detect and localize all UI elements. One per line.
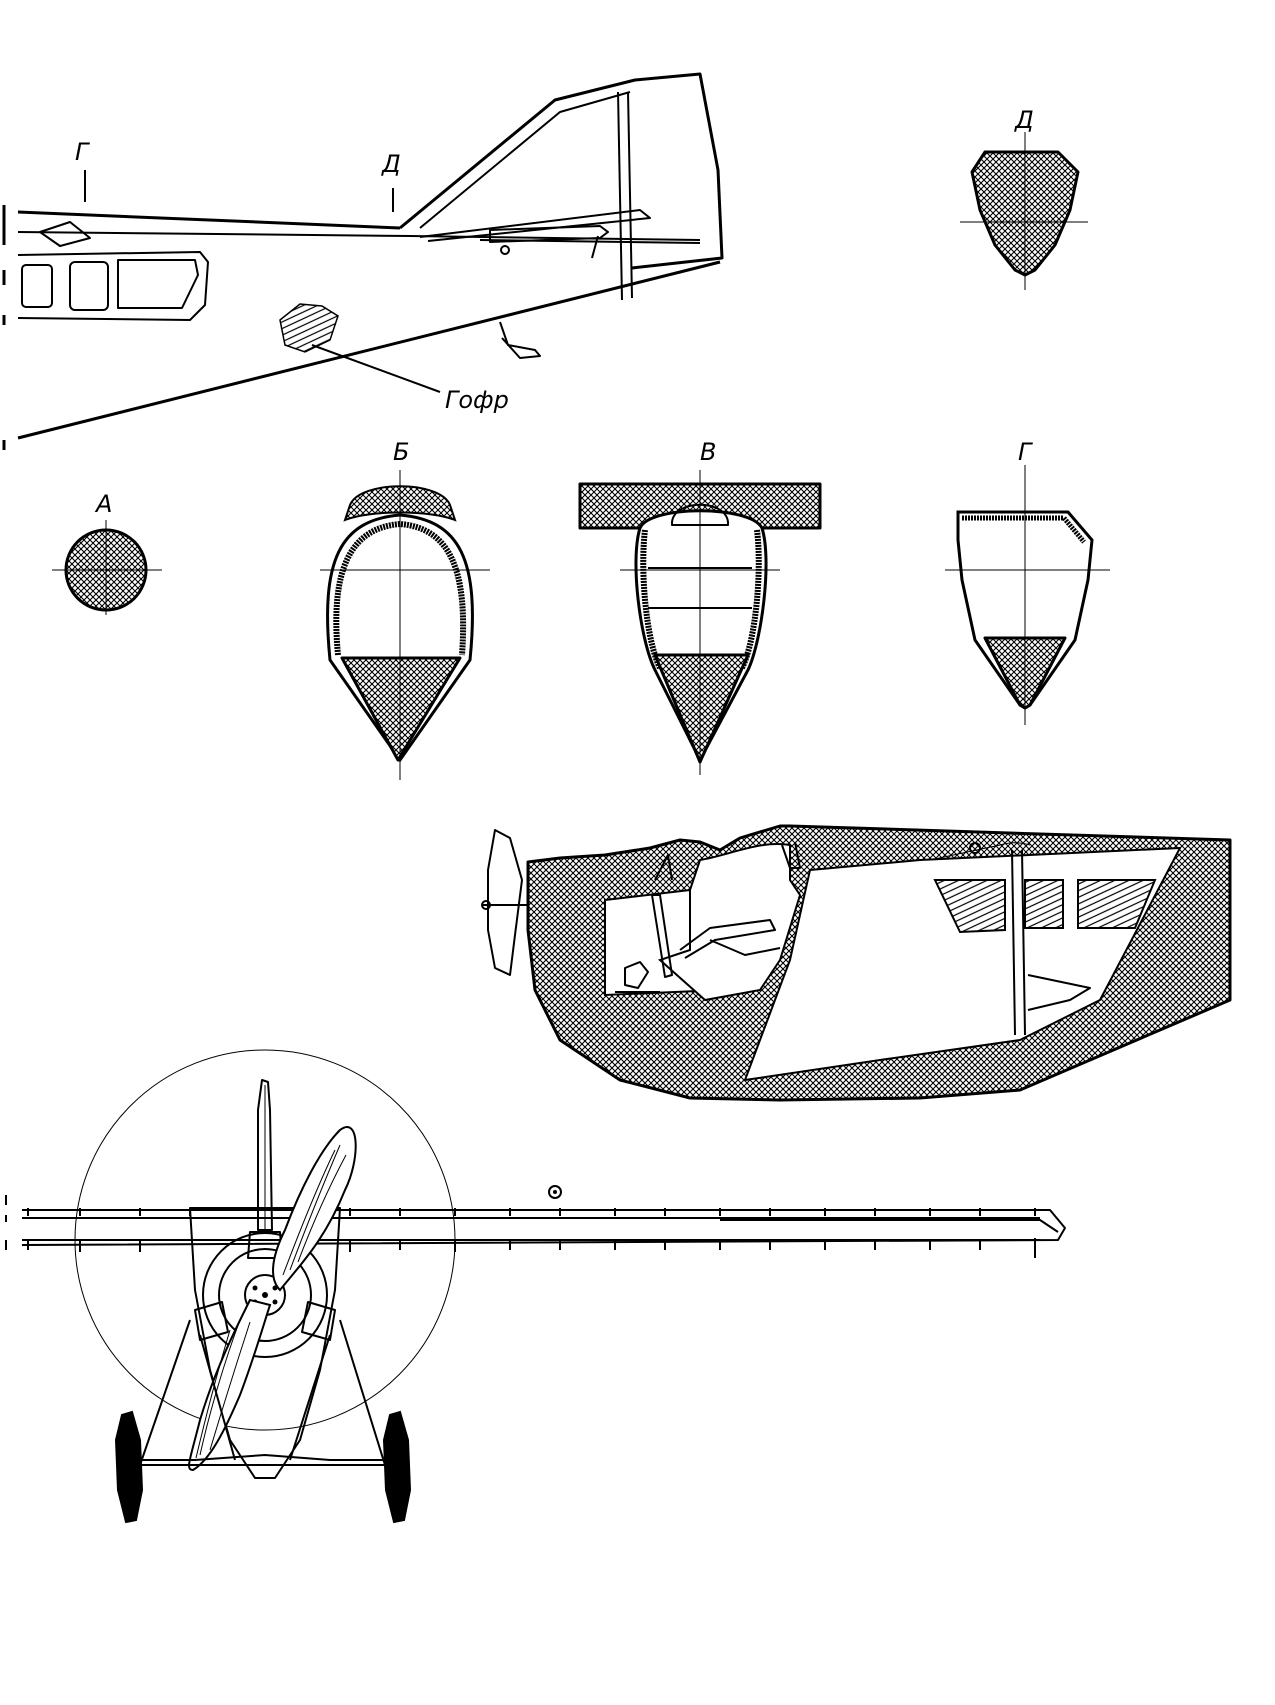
rear-fuselage-side-view [2,72,724,450]
section-d-cross-section [960,132,1088,290]
section-b-cross-section [320,470,490,780]
section-d-label: Д [1014,106,1034,134]
fuselage-cutaway-view [481,824,1232,1102]
aircraft-front-view [5,1049,1066,1524]
corrugation-label: Гофр [445,386,509,414]
section-v-label: В [700,438,716,466]
section-g-marker-label: Г [75,138,90,166]
section-g-cross-section [945,465,1110,725]
section-a-label: А [94,490,112,518]
wing-rib-marks [27,1208,1036,1258]
section-g-label: Г [1018,438,1033,466]
section-v-cross-section [578,470,822,775]
section-a-cross-section [52,520,162,615]
section-d-marker-label: Д [381,150,401,178]
section-b-label: Б [393,438,409,466]
